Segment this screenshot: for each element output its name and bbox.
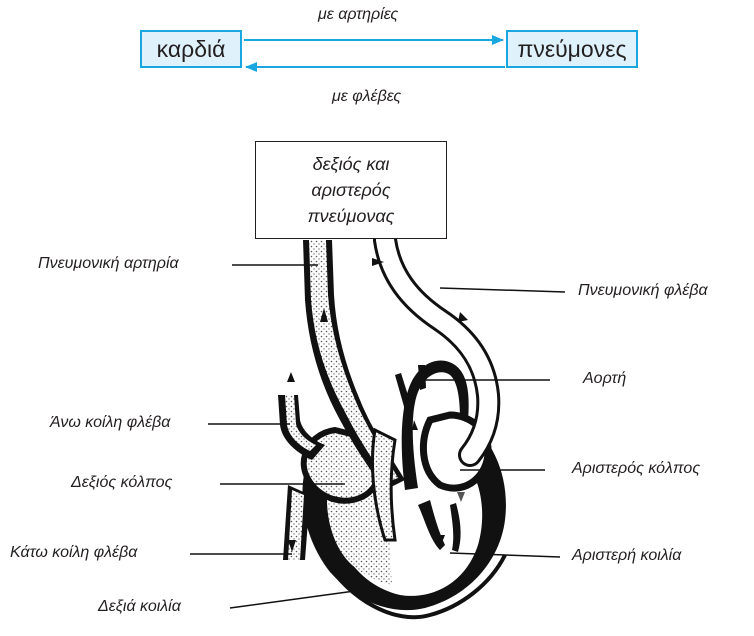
label-inferior-vena-cava: Κάτω κοίλη φλέβα <box>10 544 137 562</box>
heart-illustration <box>278 240 506 617</box>
lung-box: δεξιός και αριστερός πνεύμονας <box>255 141 447 239</box>
label-left-ventricle: Αριστερή κοιλία <box>572 547 681 565</box>
label-right-atrium: Δεξιός κόλπος <box>71 474 172 492</box>
label-pulmonary-artery: Πνευμονική αρτηρία <box>38 255 179 273</box>
lung-box-line-3: πνεύμονας <box>308 203 395 229</box>
lung-box-line-2: αριστερός <box>311 177 390 203</box>
label-superior-vena-cava: Άνω κοίλη φλέβα <box>50 414 170 432</box>
lung-box-line-1: δεξιός και <box>313 151 390 177</box>
label-right-ventricle: Δεξιά κοιλία <box>98 598 181 616</box>
label-pulmonary-vein: Πνευμονική φλέβα <box>578 282 708 300</box>
label-left-atrium: Αριστερός κόλπος <box>572 460 700 478</box>
label-aorta: Αορτή <box>583 370 626 388</box>
